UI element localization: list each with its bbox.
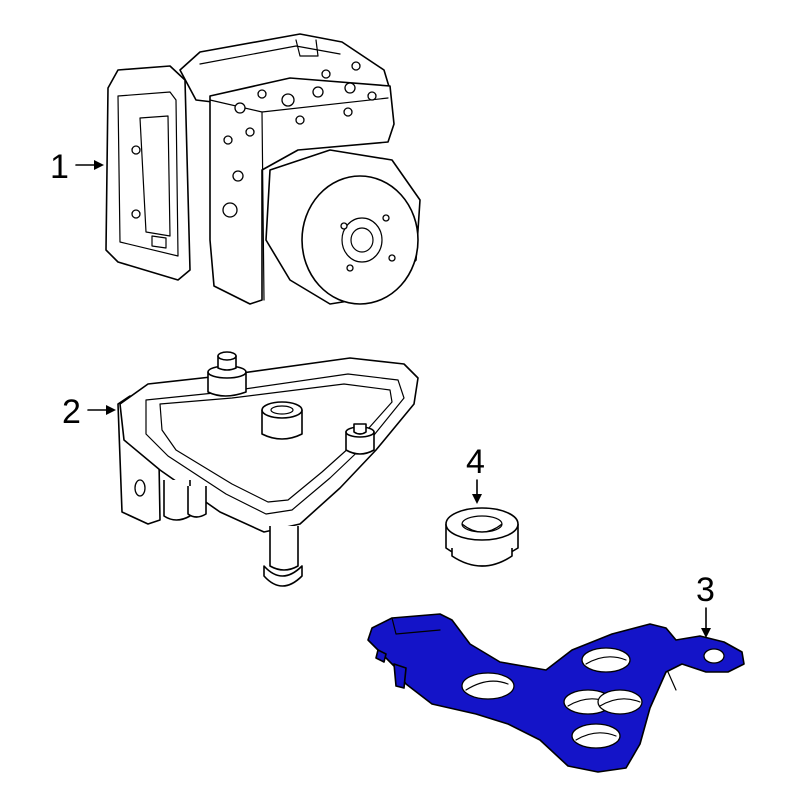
callout-3-label: 3 bbox=[696, 571, 715, 609]
part-2-mounting-bracket[interactable] bbox=[117, 351, 419, 587]
callout-3: 3 bbox=[696, 571, 715, 638]
callout-2: 2 bbox=[62, 393, 116, 431]
callout-2-label: 2 bbox=[62, 393, 81, 431]
callout-4-label: 4 bbox=[466, 443, 485, 481]
callout-1: 1 bbox=[50, 148, 104, 186]
part-4-grommet[interactable] bbox=[445, 507, 519, 567]
callout-1-label: 1 bbox=[50, 148, 69, 186]
part-3-support-bracket[interactable] bbox=[367, 613, 745, 773]
part-1-abs-modulator[interactable] bbox=[105, 33, 421, 305]
callout-4: 4 bbox=[466, 443, 485, 504]
